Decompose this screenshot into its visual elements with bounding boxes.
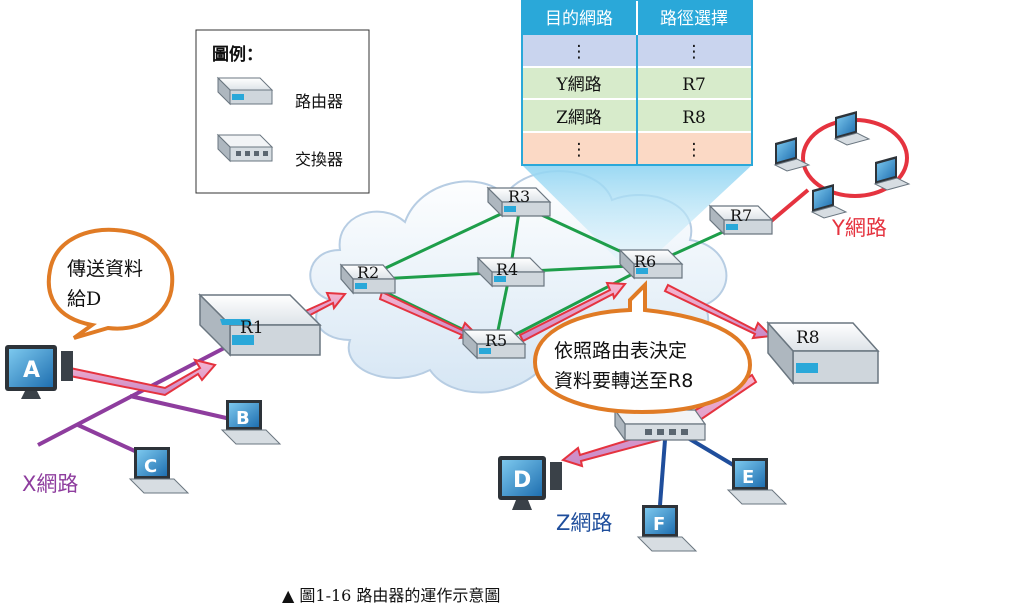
callout-send-line2: 給D [67,288,101,310]
host-f-label: F [653,514,665,535]
legend: 圖例： 路由器 交換器 [195,29,370,194]
host-b-label: B [236,408,250,429]
host-a-label: A [23,358,40,383]
routing-table-cell: Y網路 [555,75,601,95]
host-d-label: D [513,468,531,493]
y-network-label: Y網路 [831,216,887,240]
legend-switch-icon [216,133,274,163]
y-laptop-2 [833,111,871,146]
host-e-laptop: E [726,458,788,505]
y-laptop-3 [873,156,911,191]
legend-router-icon [216,76,274,106]
router-r5: R5 [461,328,527,360]
host-c-label: C [144,456,157,477]
routing-table-header-destination: 目的網路 [545,9,613,29]
router-r1: R1 [198,293,322,357]
host-f-laptop: F [636,505,698,552]
host-b-laptop: B [220,400,282,445]
routing-table-beam [522,165,752,260]
y-network-uplink [768,188,810,224]
y-network-laptops [773,111,911,219]
callout-send-line1: 傳送資料 [67,258,143,280]
routing-table-cell: ⋮ [686,42,703,62]
host-d-desktop: D [498,456,562,510]
legend-title: 圖例： [212,44,263,65]
routing-table-cell: R7 [682,75,706,95]
routing-table-header-route: 路徑選擇 [660,9,728,29]
host-c-laptop: C [128,447,190,494]
callout-decide-line2: 資料要轉送至R8 [554,370,693,392]
router-r4: R4 [476,256,546,288]
router-r3: R3 [486,186,552,218]
router-r6-label: R6 [634,252,656,271]
router-r8: R8 [766,321,880,386]
routing-table-cell: ⋮ [571,42,588,62]
router-r5-label: R5 [485,331,507,350]
router-r2-label: R2 [357,263,379,282]
z-network-switch [613,408,707,442]
router-r1-label: R1 [240,318,264,338]
routing-table: 目的網路 路徑選擇 ⋮ ⋮ Y網路 R7 Z網路 R8 ⋮ ⋮ [521,0,753,166]
routing-table-cell: ⋮ [571,140,588,160]
router-r7-label: R7 [730,206,752,225]
router-r4-label: R4 [496,260,518,279]
x-network-label: X網路 [22,472,78,496]
y-laptop-1 [773,137,811,172]
routing-table-cell: R8 [682,108,706,128]
routing-table-cell: ⋮ [686,140,703,160]
figure-caption: ▲ 圖1-16 路由器的運作示意圖 [282,586,500,605]
routing-table-cell: Z網路 [556,108,602,128]
router-r3-label: R3 [508,187,530,206]
host-e-label: E [742,467,754,488]
y-laptop-4 [810,184,848,219]
legend-router-label: 路由器 [295,92,343,111]
z-network-label: Z網路 [556,511,612,535]
router-r8-label: R8 [796,328,820,348]
router-r6: R6 [618,248,684,280]
host-a-desktop: A [5,345,73,399]
callout-decide-line1: 依照路由表決定 [554,340,687,362]
router-r7: R7 [708,204,774,236]
callout-send-data: 傳送資料 給D [46,227,175,340]
callout-routing-decision: 依照路由表決定 資料要轉送至R8 [532,280,753,415]
legend-switch-label: 交換器 [295,150,343,169]
router-r2: R2 [339,263,397,295]
